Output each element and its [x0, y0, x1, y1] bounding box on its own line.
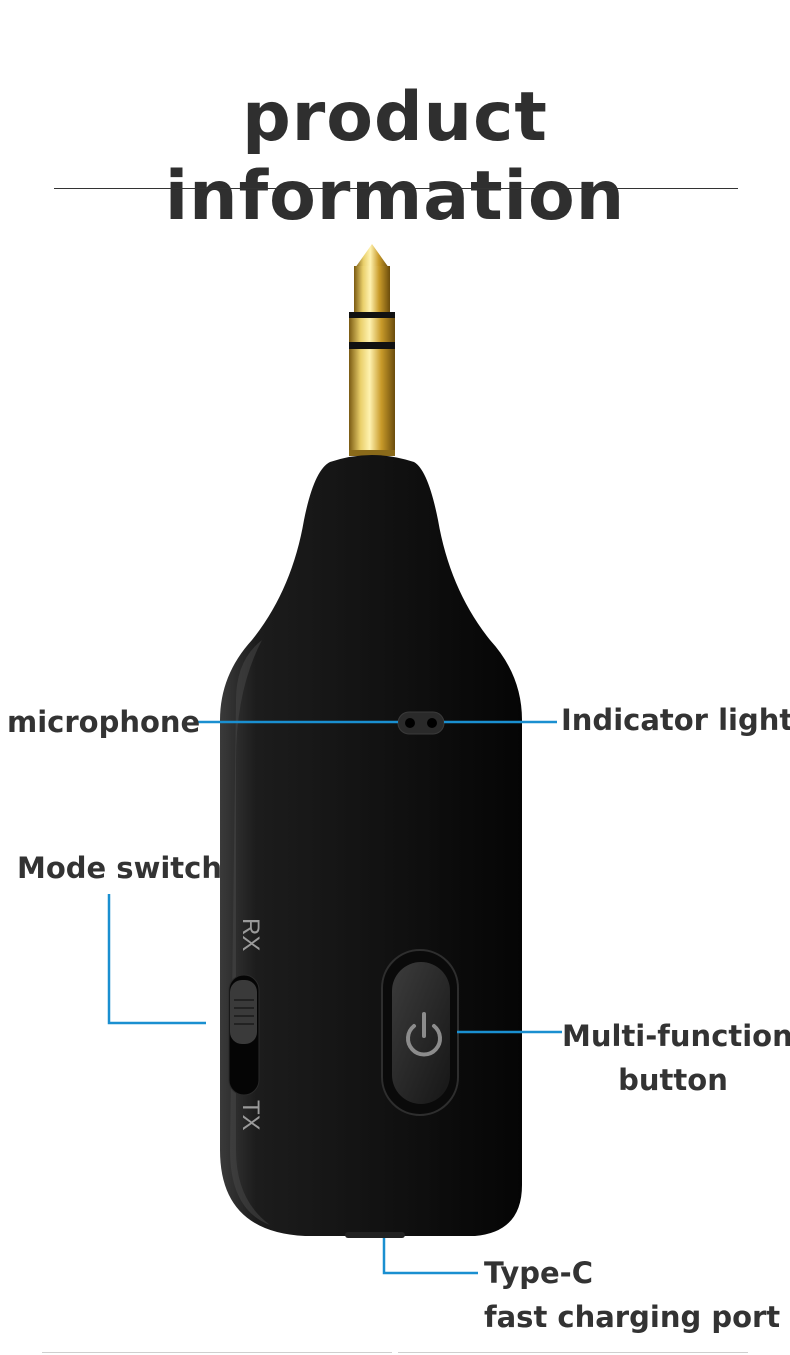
type-c-leader [382, 1238, 478, 1275]
label-multi-function-button: Multi-function button [562, 1014, 790, 1102]
switch-grip [234, 999, 254, 1025]
type-c-port [345, 1232, 405, 1238]
body-highlight [230, 640, 270, 1225]
audio-jack-plug [349, 244, 395, 456]
label-microphone: microphone [7, 705, 201, 739]
label-indicator-light: Indicator light [561, 703, 790, 737]
label-multi-function-line2: button [618, 1063, 728, 1097]
bottom-divider-right [398, 1352, 748, 1353]
label-type-c-line1: Type-C [484, 1256, 593, 1290]
title-divider [54, 188, 738, 189]
page-title: product information [164, 78, 626, 236]
power-icon [406, 1012, 442, 1057]
multi-function-button[interactable] [392, 962, 450, 1104]
label-type-c-line2: fast charging port [484, 1300, 781, 1334]
label-type-c: Type-C fast charging port [484, 1251, 780, 1339]
indicator-slot [397, 711, 445, 735]
bottom-divider-left [42, 1352, 392, 1353]
label-multi-function-line1: Multi-function [562, 1019, 790, 1053]
switch-tx-text: TX [237, 1100, 264, 1131]
microphone-hole [405, 718, 415, 728]
mode-switch-knob[interactable] [230, 980, 257, 1044]
leader-lines [107, 720, 562, 1275]
indicator-light [427, 718, 437, 728]
switch-rx-text: RX [237, 918, 264, 951]
label-mode-switch: Mode switch [17, 851, 222, 885]
device-body [220, 455, 522, 1236]
mode-switch-leader [107, 894, 206, 1025]
